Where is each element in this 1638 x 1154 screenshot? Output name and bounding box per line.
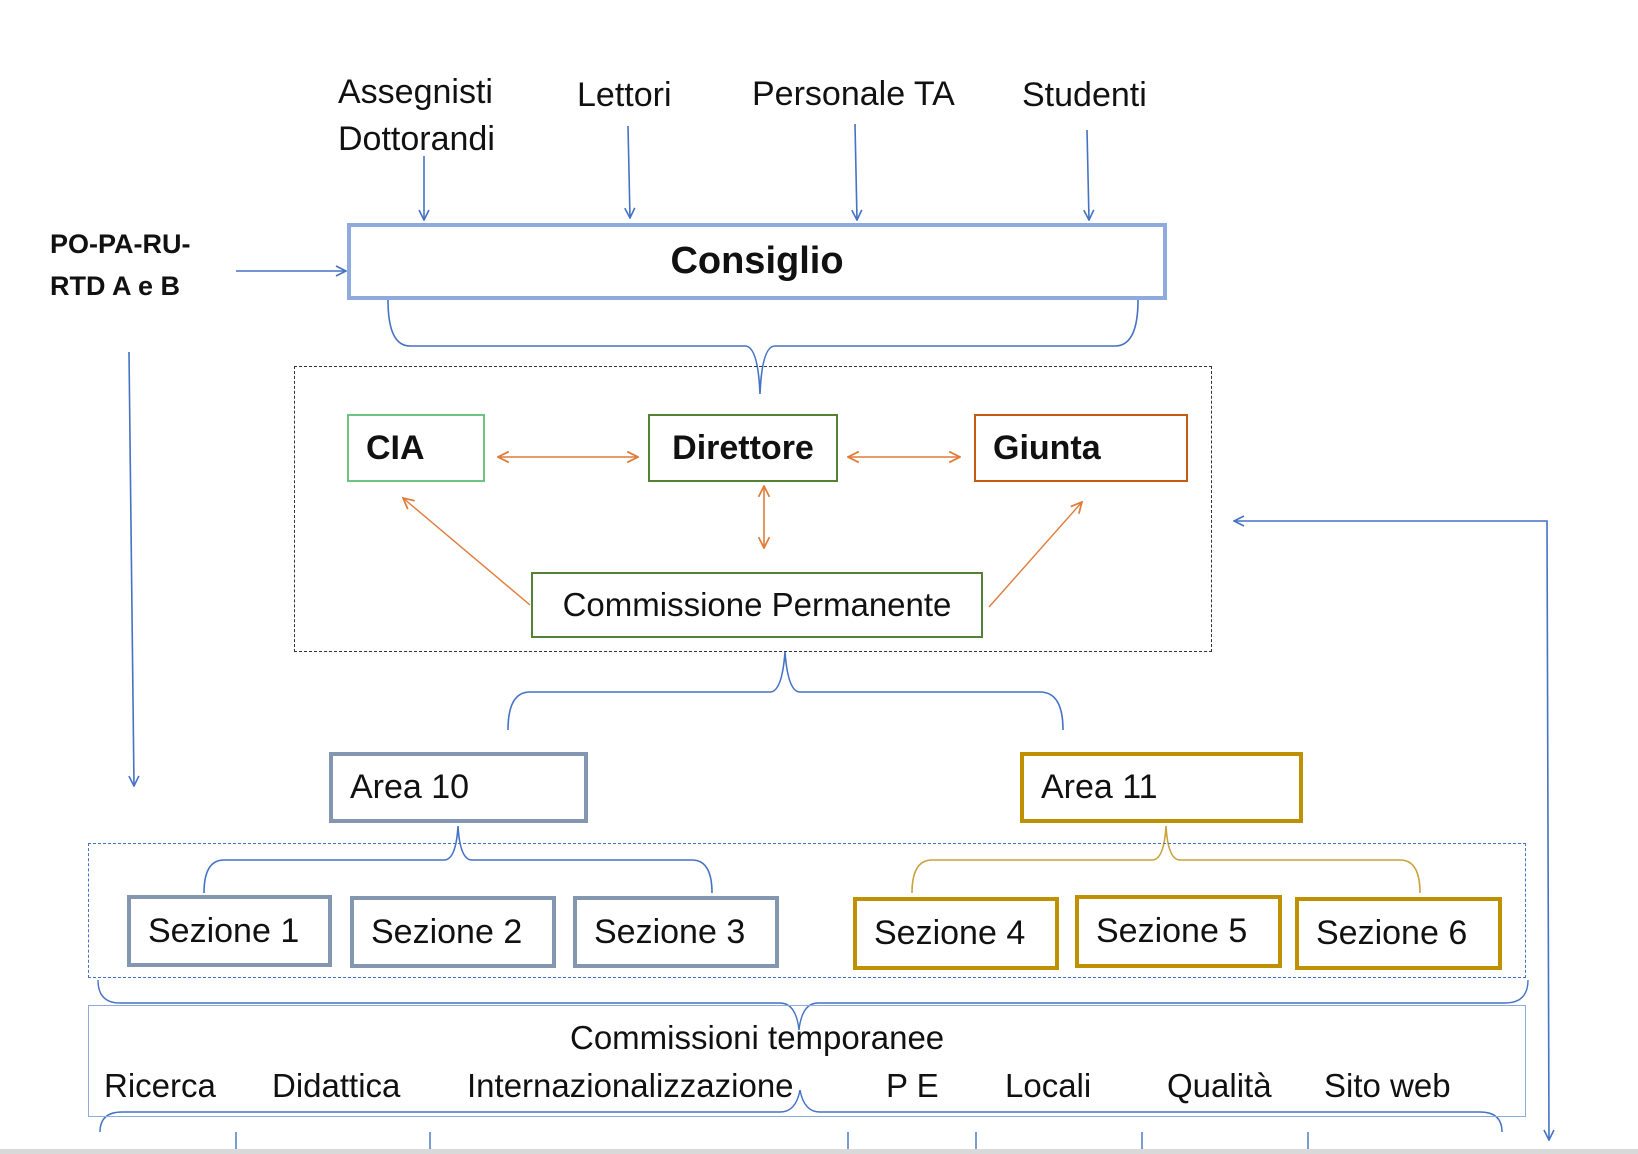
sezione-6-box[interactable]: Sezione 6 — [1295, 897, 1502, 970]
commissione-didattica[interactable]: Didattica — [272, 1067, 401, 1104]
area11-box[interactable]: Area 11 — [1020, 752, 1303, 823]
arrow-commissione-giunta — [988, 502, 1082, 608]
consiglio-box[interactable]: Consiglio — [347, 223, 1167, 300]
assegnisti-label: Assegnisti — [338, 73, 493, 111]
brace-consiglio — [387, 299, 1139, 395]
commissione-ricerca[interactable]: Ricerca — [104, 1067, 216, 1104]
dottorandi-label: Dottorandi — [338, 120, 495, 158]
sections-group — [88, 843, 1526, 978]
commissioni-temporanee-title: Commissioni temporanee — [570, 1019, 945, 1056]
sezione-2-box[interactable]: Sezione 2 — [350, 896, 556, 968]
sezione-5-box[interactable]: Sezione 5 — [1075, 895, 1282, 968]
arrow-commissione-cia — [403, 498, 531, 606]
giunta-label: Giunta — [993, 428, 1101, 467]
commissione-locali[interactable]: Locali — [1005, 1067, 1092, 1104]
sezione-6-label: Sezione 6 — [1316, 914, 1468, 952]
area11-label: Area 11 — [1041, 768, 1158, 806]
direttore-box[interactable]: Direttore — [648, 414, 838, 482]
brace-sections — [97, 979, 1529, 1031]
sezione-1-box[interactable]: Sezione 1 — [127, 895, 332, 967]
commissione-permanente-box[interactable]: Commissione Permanente — [531, 572, 983, 638]
consiglio-label: Consiglio — [670, 240, 844, 282]
commissione-permanente-label: Commissione Permanente — [562, 586, 952, 623]
rtd-label: RTD A e B — [50, 271, 181, 301]
arrow-po-down — [129, 351, 134, 786]
studenti-label: Studenti — [1022, 76, 1147, 114]
sezione-4-box[interactable]: Sezione 4 — [853, 897, 1059, 970]
sezione-1-label: Sezione 1 — [148, 911, 300, 950]
cia-label: CIA — [366, 428, 425, 467]
commissione-qualita[interactable]: Qualità — [1167, 1067, 1272, 1104]
sezione-3-box[interactable]: Sezione 3 — [573, 896, 779, 968]
arrow-lettori-consiglio — [628, 125, 630, 218]
brace-area11 — [911, 825, 1421, 894]
arrow-right-return — [1234, 521, 1549, 1140]
brace-temporary — [99, 1089, 1503, 1133]
governance-group — [294, 366, 1212, 652]
giunta-box[interactable]: Giunta — [974, 414, 1188, 482]
cia-box[interactable]: CIA — [347, 414, 485, 482]
arrow-studenti-consiglio — [1087, 129, 1089, 220]
personale-ta-label: Personale TA — [752, 75, 955, 113]
sezione-5-label: Sezione 5 — [1096, 912, 1248, 950]
area10-box[interactable]: Area 10 — [329, 752, 588, 823]
commissione-internazionalizzazione[interactable]: Internazionalizzazione — [467, 1067, 794, 1104]
commissioni-temporanee-group — [88, 1005, 1526, 1117]
commissione-sito-web[interactable]: Sito web — [1324, 1067, 1451, 1104]
po-pa-ru-label: PO-PA-RU- — [50, 229, 191, 259]
commissione-pe[interactable]: P E — [886, 1067, 939, 1104]
sezione-4-label: Sezione 4 — [874, 914, 1026, 952]
brace-areas — [507, 651, 1064, 731]
arrow-personale-consiglio — [855, 123, 857, 220]
direttore-label: Direttore — [672, 428, 814, 467]
sezione-2-label: Sezione 2 — [371, 912, 523, 951]
area10-label: Area 10 — [350, 768, 470, 806]
sezione-3-label: Sezione 3 — [594, 912, 746, 951]
brace-area10 — [203, 825, 713, 894]
lettori-label: Lettori — [577, 76, 672, 114]
bottom-divider — [0, 1149, 1638, 1154]
